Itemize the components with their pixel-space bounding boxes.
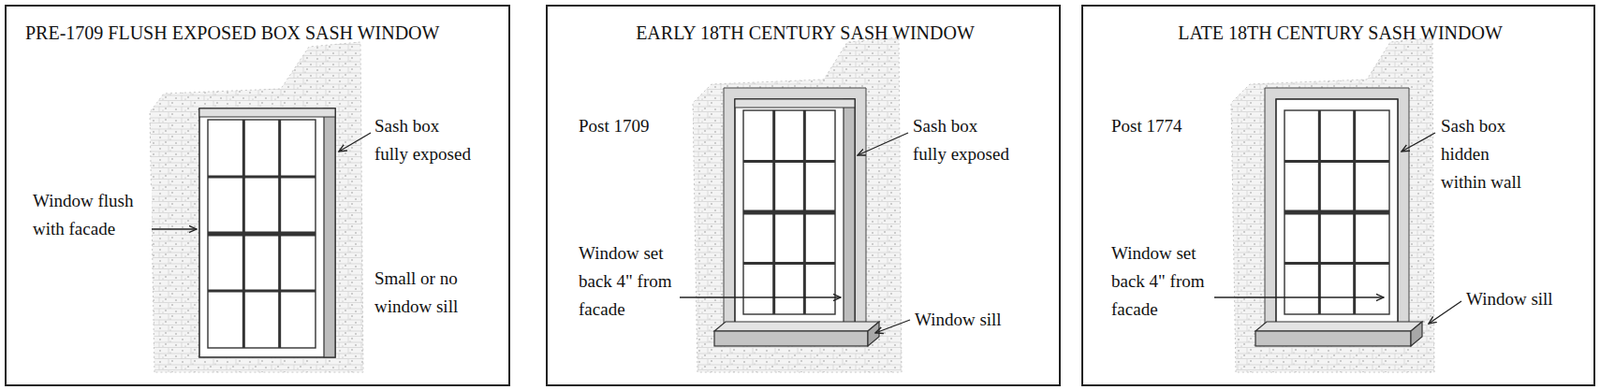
annotation-label: Sash box hidden within wall	[1438, 112, 1537, 197]
annotation-label: Sash box fully exposed	[910, 112, 1016, 169]
panel-title: EARLY 18TH CENTURY SASH WINDOW	[566, 14, 1044, 52]
panel-title: LATE 18TH CENTURY SASH WINDOW	[1101, 14, 1579, 52]
annotation-label: Window sill	[1464, 285, 1581, 314]
annotation-label: Window sill	[912, 306, 1029, 335]
annotation-label: Post 1709	[576, 112, 693, 141]
annotation-label: Window set back 4" from facade	[1109, 239, 1213, 324]
annotation-label: Window flush with facade	[30, 187, 152, 244]
annotation-label: Sash box fully exposed	[372, 112, 478, 169]
panel-title: PRE-1709 FLUSH EXPOSED BOX SASH WINDOW	[25, 14, 475, 52]
annotation-label: Window set back 4" from facade	[576, 239, 680, 324]
annotation-label: Small or no window sill	[372, 264, 487, 322]
annotation-label: Post 1774	[1109, 112, 1226, 141]
